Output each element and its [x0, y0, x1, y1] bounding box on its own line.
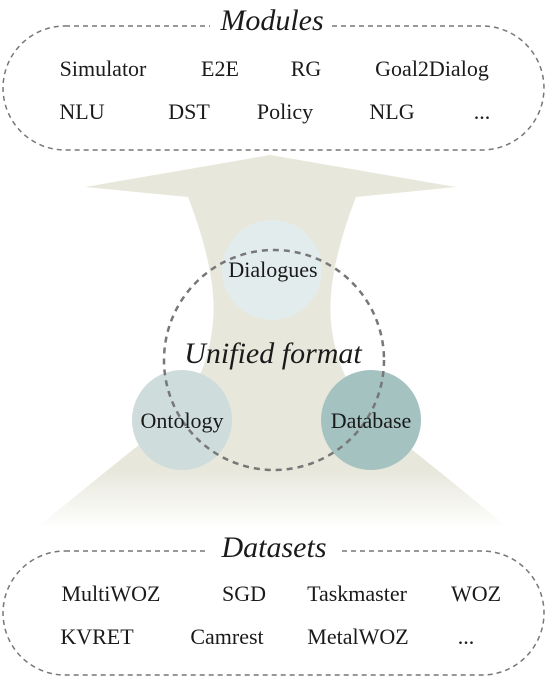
unified-format-title: Unified format: [184, 337, 362, 370]
datasets-title: Datasets: [221, 531, 327, 564]
module-policy: Policy: [257, 99, 313, 124]
module-nlg: NLG: [369, 99, 414, 124]
dialogues-label: Dialogues: [228, 257, 317, 282]
arrow-bottom-fade: [20, 470, 526, 530]
database-label: Database: [331, 408, 412, 433]
dataset-camrest: Camrest: [190, 624, 263, 649]
dialogues-circle: [222, 220, 322, 320]
dataset-ellipsis: ...: [458, 624, 475, 649]
dataset-multiwoz: MultiWOZ: [62, 581, 161, 606]
dataset-taskmaster: Taskmaster: [307, 581, 408, 606]
unified-format-dashed-circle: [162, 248, 386, 472]
dataset-sgd: SGD: [222, 581, 266, 606]
dataset-kvret: KVRET: [60, 624, 134, 649]
module-simulator: Simulator: [60, 56, 147, 81]
dataset-woz: WOZ: [451, 581, 501, 606]
module-nlu: NLU: [59, 99, 104, 124]
module-rg: RG: [291, 56, 322, 81]
module-e2e: E2E: [201, 56, 239, 81]
dataset-metalwoz: MetalWOZ: [307, 624, 408, 649]
ontology-circle: [132, 370, 232, 470]
modules-title: Modules: [219, 4, 323, 37]
ontology-label: Ontology: [140, 408, 223, 433]
database-circle: [321, 370, 421, 470]
module-ellipsis: ...: [474, 99, 491, 124]
module-goal2dialog: Goal2Dialog: [375, 56, 489, 81]
datasets-container: [2, 550, 545, 676]
modules-container: [2, 25, 545, 151]
module-dst: DST: [168, 99, 210, 124]
